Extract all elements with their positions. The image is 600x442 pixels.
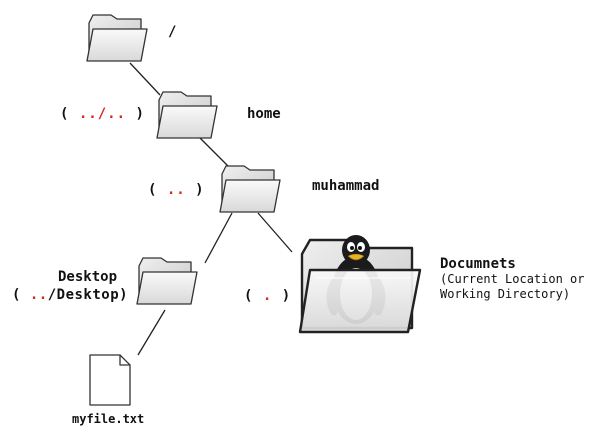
connector-muhammad-documents	[257, 212, 293, 253]
home-label: home	[247, 106, 281, 122]
relative-rest: /Desktop)	[47, 287, 129, 303]
paren-open: (	[60, 106, 79, 122]
paren-open: (	[12, 287, 30, 303]
home-relative-path: ( ../.. )	[60, 106, 145, 122]
documents-note-line2: Working Directory)	[440, 287, 571, 301]
relative-dot: .	[262, 288, 273, 304]
muhammad-label: muhammad	[312, 178, 380, 194]
documents-note-line1: (Current Location or	[440, 272, 585, 286]
desktop-relative-path: ( ../Desktop)	[12, 287, 128, 303]
folder-open-icon[interactable]	[298, 235, 422, 334]
folder-icon[interactable]	[219, 165, 281, 213]
root-label: /	[168, 24, 177, 40]
paren-close: )	[185, 182, 205, 198]
connector-desktop-file	[137, 309, 166, 356]
folder-icon[interactable]	[86, 14, 148, 62]
paren-open: (	[148, 182, 167, 198]
connector-home-muhammad	[199, 137, 229, 167]
paren-close: )	[272, 288, 292, 304]
connector-root-home	[129, 62, 161, 96]
documents-relative-path: ( . )	[244, 288, 291, 304]
relative-dots: ..	[29, 287, 48, 303]
file-icon[interactable]	[89, 354, 131, 406]
relative-dots: ..	[166, 182, 186, 198]
file-label: myfile.txt	[72, 412, 145, 426]
folder-icon[interactable]	[136, 257, 198, 305]
desktop-label: Desktop	[58, 269, 118, 285]
connector-muhammad-desktop	[204, 212, 233, 264]
tree-connectors	[129, 62, 293, 356]
muhammad-relative-path: ( .. )	[148, 182, 205, 198]
paren-open: (	[244, 288, 263, 304]
folder-icon[interactable]	[156, 91, 218, 139]
paren-close: )	[126, 106, 145, 122]
documents-label: Documnets	[440, 256, 516, 272]
relative-dots: ../..	[78, 106, 127, 122]
